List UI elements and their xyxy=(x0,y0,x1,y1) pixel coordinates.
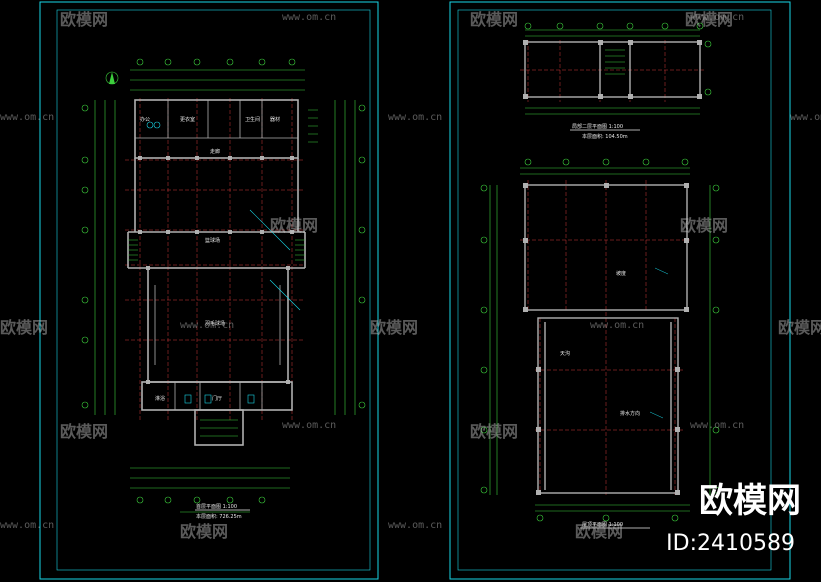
room-label: 器材 xyxy=(270,117,281,123)
roof-label: 天沟 xyxy=(560,351,571,357)
roof-label: 排水方向 xyxy=(620,411,641,417)
room-label: 办公 xyxy=(140,117,151,123)
watermark-brand: 欧模网 xyxy=(470,422,519,441)
watermark-brand: 欧模网 xyxy=(270,216,319,235)
right-sheet-frame xyxy=(449,1,791,580)
brand-logo-text: 欧模网 xyxy=(699,481,801,521)
left-sheet-inner-frame xyxy=(56,9,371,571)
watermark-url: www.om.cn xyxy=(282,12,337,23)
left-plan-title: 首层平面图 1:100 xyxy=(196,504,237,510)
room-label: 淋浴 xyxy=(155,396,166,402)
room-label: 卫生间 xyxy=(245,117,261,123)
watermark-brand: 欧模网 xyxy=(685,10,734,29)
model-id-text: ID:2410589 xyxy=(666,531,795,556)
watermark-url: www.om.cn xyxy=(388,112,443,123)
room-label: 羽毛球场 xyxy=(205,321,226,327)
watermark-brand: 欧模网 xyxy=(470,10,519,29)
watermark-brand: 欧模网 xyxy=(370,318,419,337)
left-area-text: 本层面积: 726.25m xyxy=(196,514,242,520)
watermark-url: www.om.cn xyxy=(388,520,443,531)
watermark-url: www.om.cn xyxy=(690,420,745,431)
room-label: 篮球场 xyxy=(205,238,221,244)
watermark-url: www.om.cn xyxy=(590,320,645,331)
watermark-url: www.om.cn xyxy=(790,112,821,123)
right-top-plan-title: 局部二层平面图 1:100 xyxy=(572,124,623,130)
left-floor-plan xyxy=(81,58,366,513)
watermark-brand: 欧模网 xyxy=(680,216,729,235)
room-label: 门厅 xyxy=(212,396,223,402)
right-top-area-text: 本层面积: 104.50m xyxy=(582,134,628,140)
watermark-brand: 欧模网 xyxy=(60,422,109,441)
right-sheet-inner-frame xyxy=(457,9,772,571)
watermark-brand: 欧模网 xyxy=(0,318,49,337)
right-top-plan xyxy=(520,22,712,131)
watermark-url: www.om.cn xyxy=(0,112,55,123)
watermark-url: www.om.cn xyxy=(690,12,745,23)
roof-plan-title: 屋顶平面图 1:100 xyxy=(582,522,623,528)
watermark-brand: 欧模网 xyxy=(575,522,624,541)
right-roof-plan xyxy=(480,158,720,529)
watermark-brand: 欧模网 xyxy=(778,318,821,337)
room-label: 更衣室 xyxy=(180,117,196,123)
watermark-brand: 欧模网 xyxy=(180,522,229,541)
room-label: 走廊 xyxy=(210,149,221,155)
watermark-url: www.om.cn xyxy=(0,520,55,531)
left-sheet-frame xyxy=(39,1,379,580)
watermark-url: www.om.cn xyxy=(282,420,337,431)
roof-label: 坡度 xyxy=(616,271,627,277)
watermark-url: www.om.cn xyxy=(180,320,235,331)
watermark-brand: 欧模网 xyxy=(60,10,109,29)
